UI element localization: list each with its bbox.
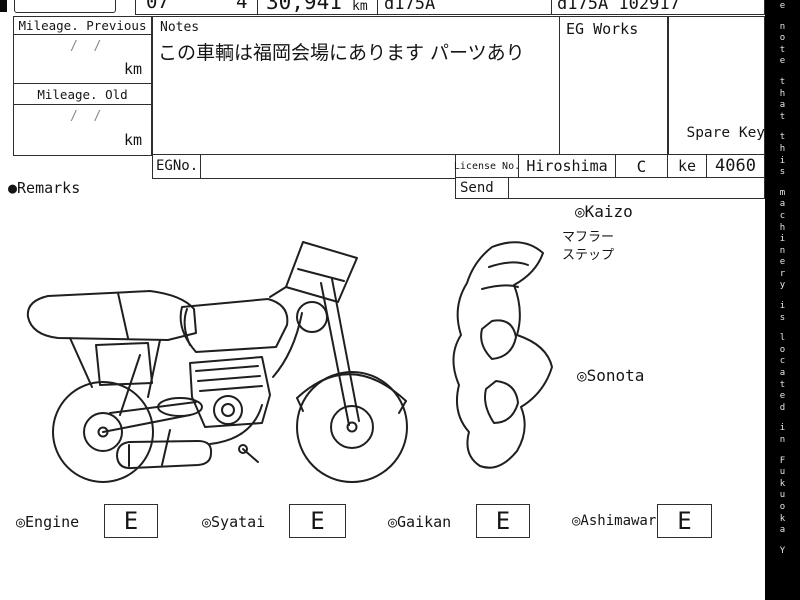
egno-value-cell <box>199 153 457 179</box>
mileage-old-unit: km <box>124 131 143 149</box>
license-kana: ke <box>677 157 697 175</box>
license-class: C <box>636 156 647 176</box>
reg-month: 4 <box>236 0 248 13</box>
grade-ashimawari-label: ◎Ashimawari <box>572 513 665 529</box>
model-code: d175A <box>384 0 436 14</box>
eg-works-divider <box>667 17 669 154</box>
reg-year: 07 <box>146 0 169 13</box>
grade-syatai-value: E <box>310 507 325 535</box>
egno-label-cell <box>152 153 201 179</box>
grade-gaikan-label: ◎Gaikan <box>388 513 452 531</box>
kaizo-item-muffler: マフラー <box>562 230 615 245</box>
scan-corner-mark <box>0 0 7 12</box>
kaizo-label: ◎Kaizo <box>575 202 633 221</box>
eg-works-label: EG Works <box>566 20 639 38</box>
license-region: Hiroshima <box>526 157 608 175</box>
notes-text: この車輌は福岡会場にあります パーツあり <box>158 42 525 64</box>
motorcycle-drawing <box>26 241 553 483</box>
kaizo-item-step: ステップ <box>562 248 615 263</box>
license-label: License No. <box>453 160 521 172</box>
remarks-label: ●Remarks <box>8 179 81 197</box>
grade-syatai-box: E <box>289 504 346 538</box>
grade-syatai-label: ◎Syatai <box>202 513 266 531</box>
grade-gaikan-value: E <box>495 507 511 535</box>
grade-ashimawari-box: E <box>657 504 712 538</box>
grade-ashimawari-value: E <box>677 507 692 535</box>
license-class-cell: C <box>615 153 668 179</box>
top-row-empty-cell <box>14 0 116 13</box>
top-mileage-value: 30,941 <box>266 0 342 14</box>
mileage-old-date: / / <box>70 109 102 124</box>
license-region-cell: Hiroshima <box>517 153 617 179</box>
send-label: Send <box>460 180 494 196</box>
notes-box <box>152 16 560 155</box>
grade-engine-label: ◎Engine <box>16 513 80 531</box>
send-value-cell <box>507 177 765 199</box>
egno-label: EGNo. <box>156 158 199 174</box>
grade-engine-box: E <box>104 504 158 538</box>
mileage-previous-label: Mileage. Previous <box>18 18 147 33</box>
license-label-cell <box>455 153 519 179</box>
top-row-frame-cell <box>551 0 765 15</box>
mileage-previous-date: / / <box>70 39 102 54</box>
top-mileage-unit: km <box>352 0 368 14</box>
frame-number: d175A 102917 <box>557 0 680 14</box>
mileage-old-label: Mileage. Old <box>37 86 128 102</box>
eg-works-box <box>558 16 765 155</box>
grade-gaikan-box: E <box>476 504 530 538</box>
license-number: 4060 <box>715 156 756 176</box>
mileage-old-value-cell <box>13 103 152 156</box>
grade-engine-value: E <box>123 507 139 535</box>
sonota-label: ◎Sonota <box>577 366 645 385</box>
mileage-previous-unit: km <box>124 60 143 78</box>
license-kana-cell: ke <box>666 153 708 179</box>
notes-label: Notes <box>160 20 200 35</box>
license-number-cell: 4060 <box>706 153 765 179</box>
